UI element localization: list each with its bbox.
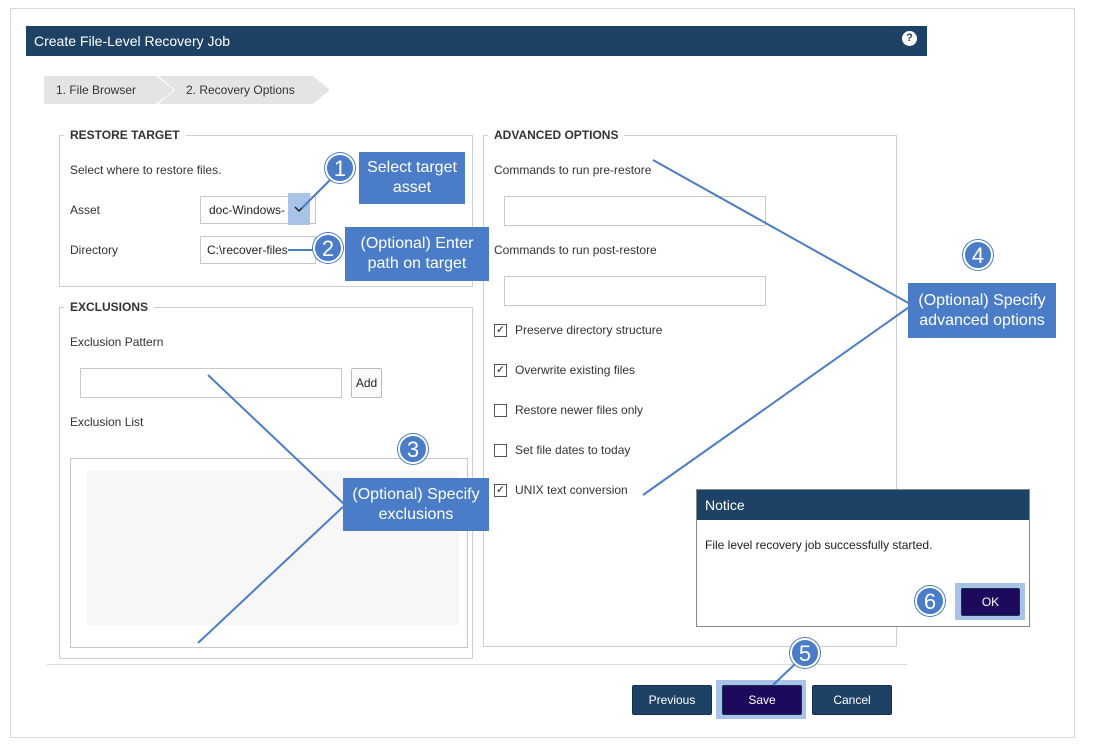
post-restore-label: Commands to run post-restore [494,243,657,257]
notice-message: File level recovery job successfully sta… [705,538,933,552]
asset-label: Asset [70,203,101,217]
notice-dialog: Notice File level recovery job successfu… [696,489,1030,627]
annotation-number-4: 4 [963,240,993,270]
advanced-options-section [483,135,897,647]
callout-specify-advanced-options: (Optional) Specify advanced options [908,283,1056,338]
checkbox-preserve-directory[interactable]: ✓ [494,324,507,337]
asset-select-value: doc-Windows- [209,203,286,217]
pre-restore-input[interactable] [504,196,766,226]
callout-specify-exclusions: (Optional) Specify exclusions [343,478,489,531]
post-restore-input[interactable] [504,276,766,306]
callout-select-target-asset: Select target asset [359,152,465,204]
restore-target-legend: RESTORE TARGET [64,128,186,142]
annotation-number-3: 3 [398,434,428,464]
checkbox-overwrite-existing[interactable]: ✓ [494,364,507,377]
callout-enter-path: (Optional) Enter path on target [345,227,489,281]
dialog-title: Create File-Level Recovery Job [26,26,927,56]
advanced-options-legend: ADVANCED OPTIONS [488,128,625,142]
option-file-dates-today-label: Set file dates to today [515,443,631,457]
footer-divider [47,664,907,665]
restore-target-section [59,135,473,287]
exclusion-pattern-input[interactable] [80,368,342,398]
checkbox-restore-newer[interactable] [494,404,507,417]
add-exclusion-button[interactable]: Add [351,368,382,398]
pre-restore-label: Commands to run pre-restore [494,163,652,177]
restore-target-description: Select where to restore files. [70,163,222,177]
chevron-down-icon[interactable] [288,193,310,225]
step-file-browser[interactable]: 1. File Browser [44,76,174,104]
cancel-button[interactable]: Cancel [812,685,892,715]
option-preserve-directory-label: Preserve directory structure [515,323,663,337]
ok-button[interactable]: OK [961,588,1020,616]
step-recovery-options[interactable]: 2. Recovery Options [158,76,330,104]
chevron-down-glyph [294,206,304,213]
option-restore-newer-label: Restore newer files only [515,403,644,417]
exclusion-list[interactable] [70,458,468,648]
annotation-number-6: 6 [915,586,945,616]
directory-label: Directory [70,243,119,257]
previous-button[interactable]: Previous [632,685,712,715]
exclusion-pattern-label: Exclusion Pattern [70,335,164,349]
option-overwrite-existing-label: Overwrite existing files [515,363,636,377]
option-unix-text-conversion-label: UNIX text conversion [515,483,628,497]
notice-title: Notice [697,490,1029,520]
save-button[interactable]: Save [722,685,802,715]
checkbox-unix-text-conversion[interactable]: ✓ [494,484,507,497]
exclusions-legend: EXCLUSIONS [64,300,155,314]
annotation-number-5: 5 [790,638,820,668]
annotation-number-2: 2 [313,233,343,263]
dialog-frame [10,8,1075,738]
help-icon[interactable]: ? [902,31,917,46]
annotation-number-1: 1 [325,153,355,183]
exclusion-list-label: Exclusion List [70,415,144,429]
checkbox-file-dates-today[interactable] [494,444,507,457]
